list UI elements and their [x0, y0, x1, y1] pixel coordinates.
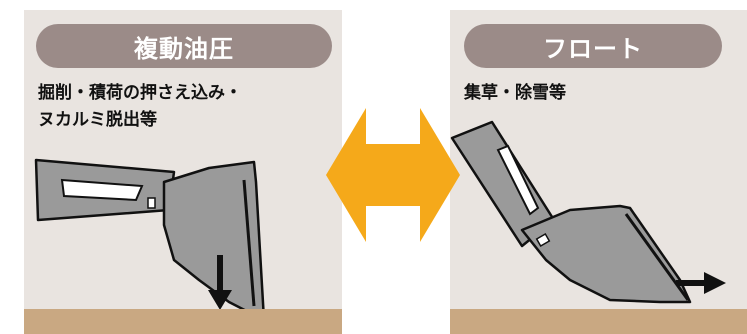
float-panel: フロート 集草・除雪等	[450, 10, 747, 334]
double-acting-description: 掘削・積荷の押さえ込み・ ヌカルミ脱出等	[38, 80, 242, 134]
float-description: 集草・除雪等	[464, 80, 566, 107]
float-title: フロート	[464, 24, 722, 68]
right-arrow-icon	[676, 272, 726, 294]
blade-illustration-right	[450, 120, 726, 304]
blade-illustration-left	[34, 158, 266, 322]
down-arrow-icon	[208, 255, 232, 310]
double-acting-description-line: 掘削・積荷の押さえ込み・	[38, 83, 242, 103]
ground-strip	[450, 309, 747, 334]
ground-strip	[24, 309, 342, 334]
double-acting-title: 複動油圧	[36, 24, 332, 68]
double-acting-description-line: ヌカルミ脱出等	[38, 110, 157, 130]
double-acting-panel: 複動油圧 掘削・積荷の押さえ込み・ ヌカルミ脱出等	[24, 10, 342, 334]
double-arrow-icon	[326, 108, 460, 242]
float-description-line: 集草・除雪等	[464, 83, 566, 103]
